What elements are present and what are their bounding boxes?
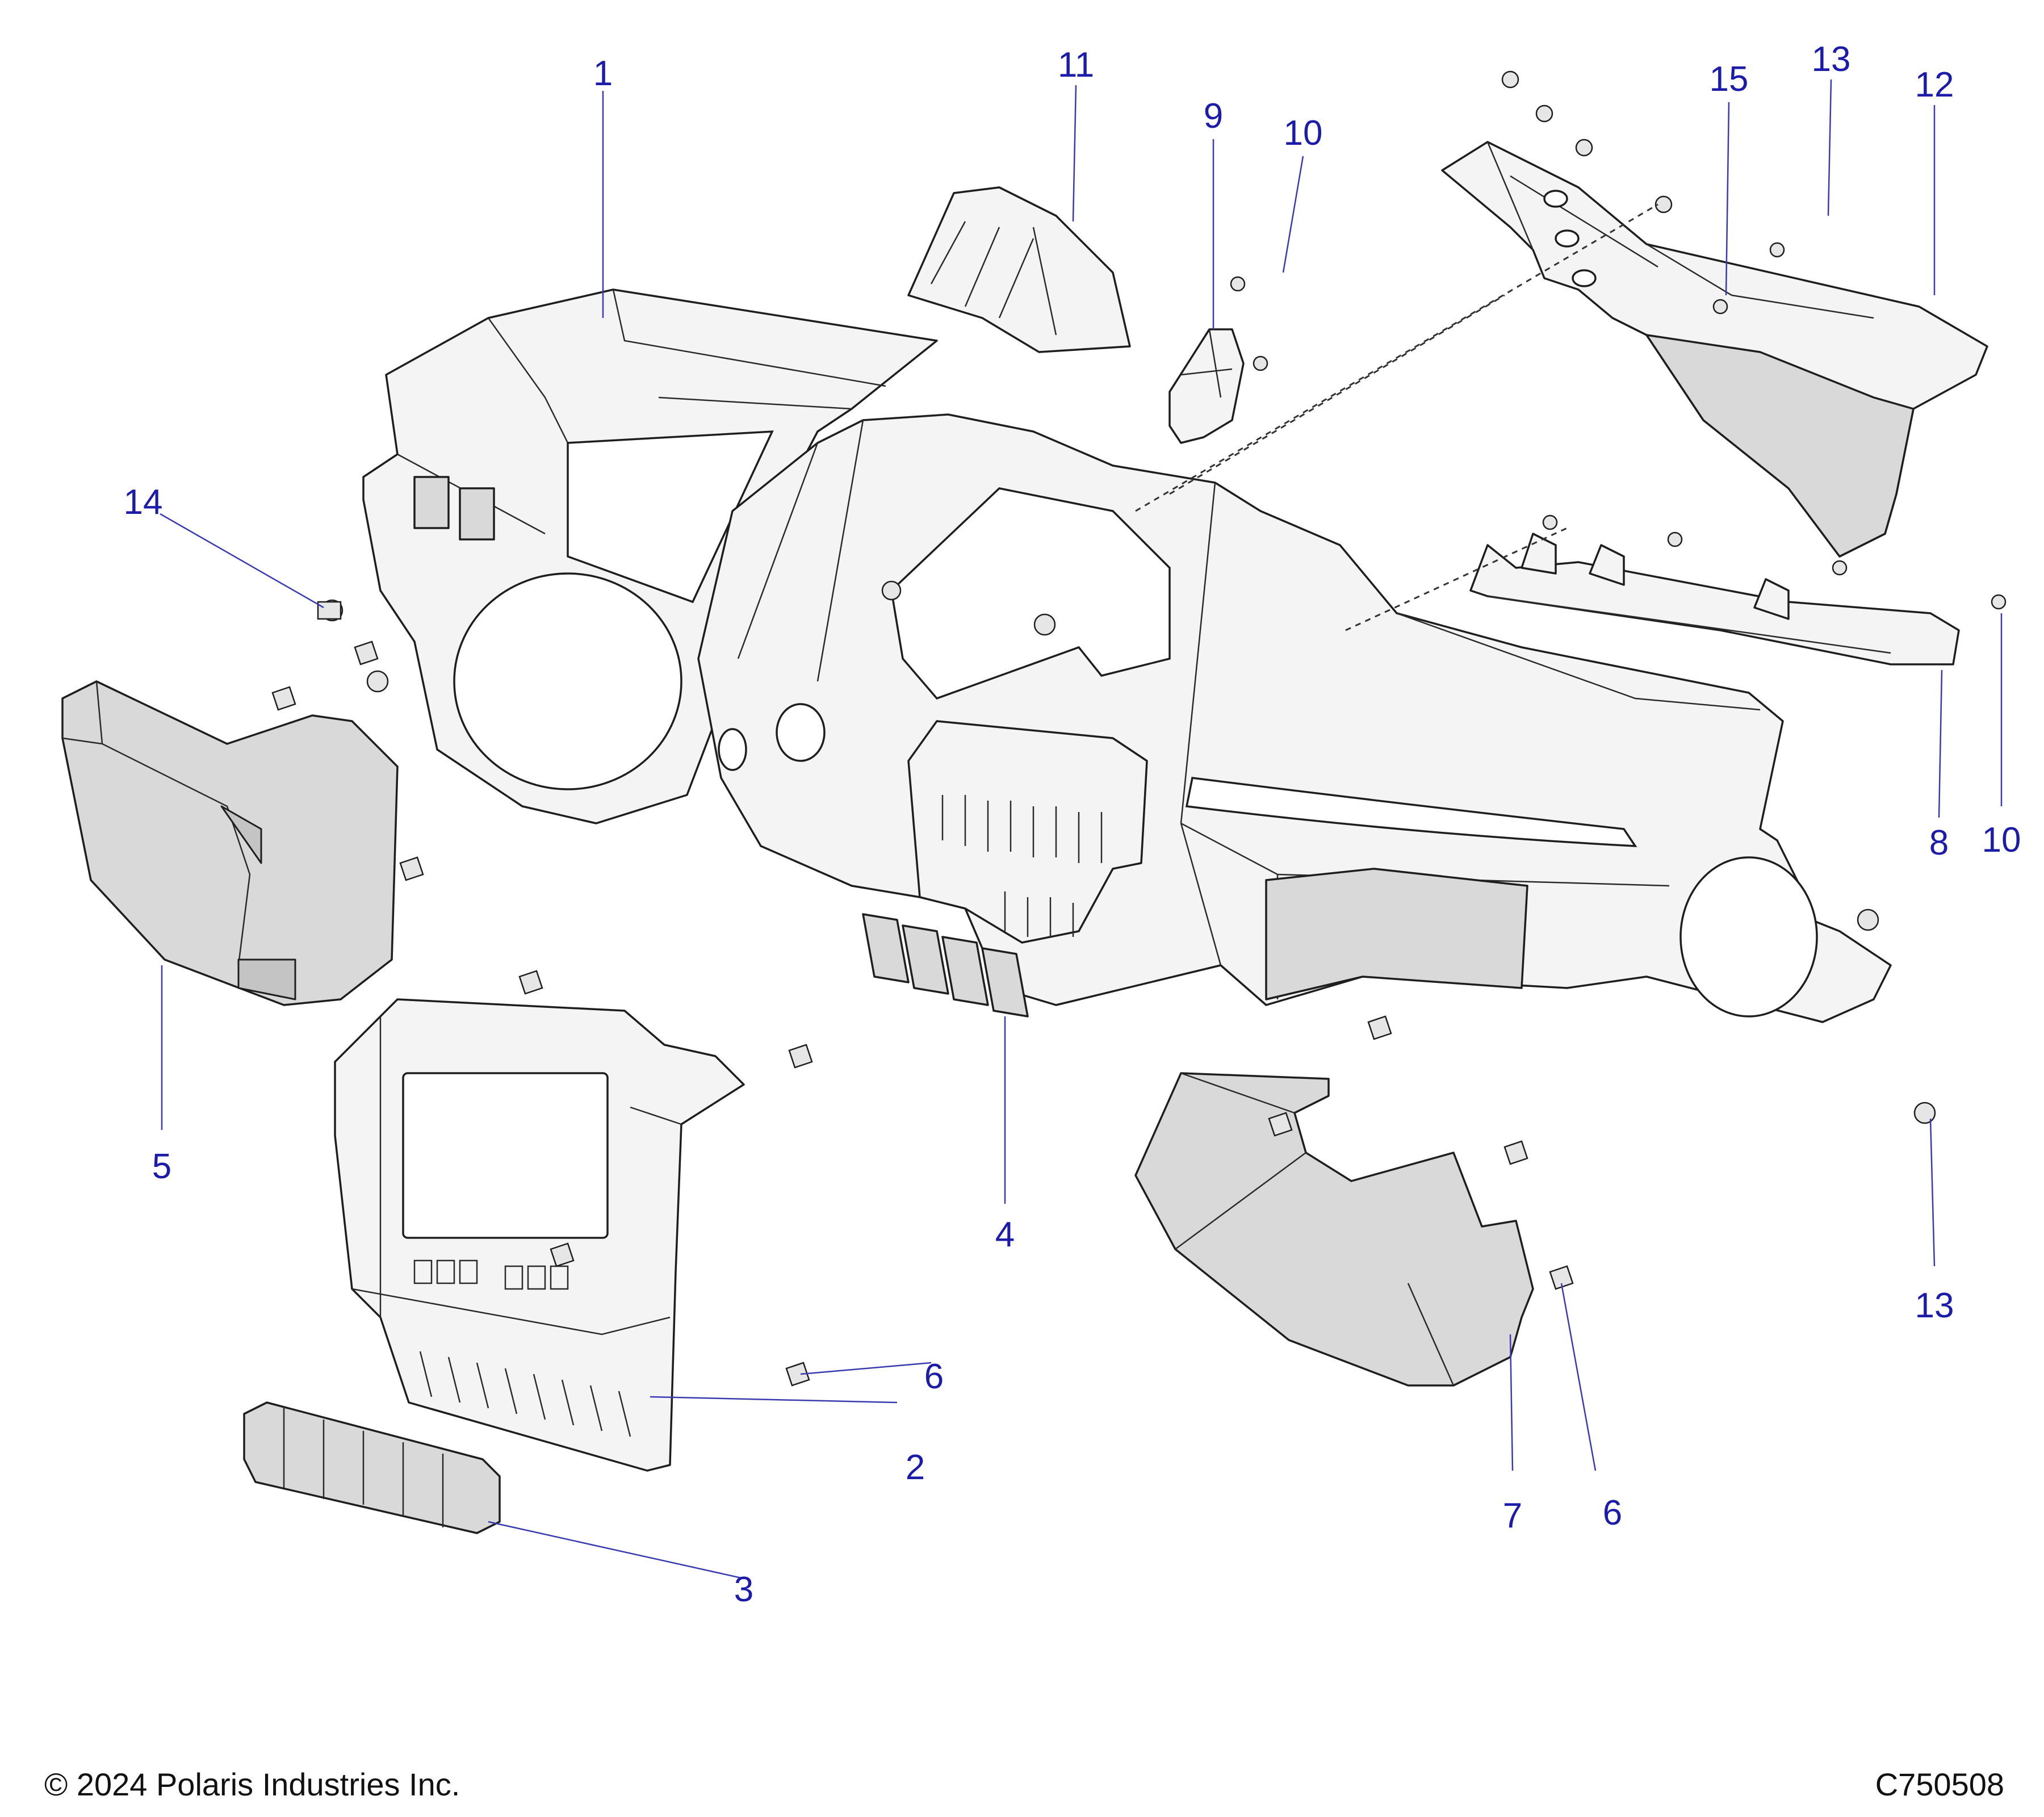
copyright-text: © 2024 Polaris Industries Inc.	[44, 1766, 460, 1802]
callout-4: 4	[995, 1215, 1015, 1254]
part-5-left-panel	[61, 680, 399, 1006]
callout-9: 9	[1204, 97, 1223, 136]
part-1-upper-bezel	[362, 288, 938, 824]
callout-1: 1	[593, 54, 613, 93]
part-4-vent-blades	[862, 913, 1029, 1018]
leader-lines	[160, 79, 2003, 1580]
callout-15: 15	[1710, 60, 1749, 99]
callout-10: 10	[1982, 820, 2021, 860]
callout-labels: 1 2 3 4 5 6 6 7 8 9 10 10 11 12 13 13 14…	[124, 40, 2021, 1609]
callout-12: 12	[1915, 65, 1954, 104]
part-12-bracket-tray	[1441, 141, 1988, 558]
part-3-vent-strip	[243, 1401, 501, 1534]
part-9-small-bracket	[1168, 328, 1245, 444]
part-8-support-bracket	[1469, 533, 1960, 665]
callout-3: 3	[734, 1570, 753, 1609]
callout-2: 2	[906, 1448, 925, 1487]
callout-13: 13	[1812, 40, 1851, 79]
figure-id: C750508	[1875, 1766, 2004, 1802]
callout-7: 7	[1503, 1496, 1522, 1535]
part-11-vent-cover	[907, 186, 1131, 353]
callout-14: 14	[124, 483, 163, 522]
fasteners	[271, 70, 2007, 1387]
main-dash-frame	[697, 413, 1892, 1023]
callout-13: 13	[1915, 1286, 1954, 1325]
part-2-center-panel	[334, 998, 745, 1472]
callout-6: 6	[924, 1357, 944, 1396]
part-7-right-panel	[1134, 1072, 1534, 1387]
callout-5: 5	[152, 1147, 171, 1186]
callout-11: 11	[1058, 45, 1094, 85]
callout-8: 8	[1929, 823, 1949, 863]
alignment-lines	[1135, 203, 1658, 631]
callout-6: 6	[1603, 1493, 1622, 1533]
callout-10: 10	[1284, 114, 1323, 153]
